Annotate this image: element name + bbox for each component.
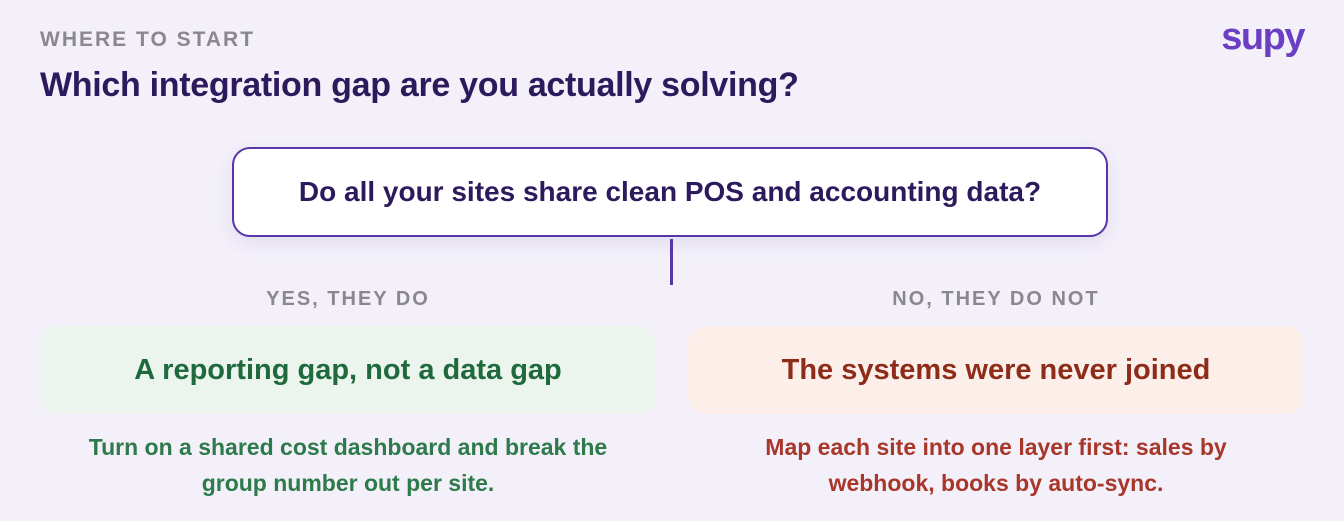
outcome-card-yes: A reporting gap, not a data gap [40, 326, 656, 414]
decision-question-box: Do all your sites share clean POS and ac… [232, 147, 1108, 237]
branch-label-yes: YES, THEY DO [266, 288, 430, 310]
outcome-description-line: webhook, books by auto-sync. [828, 470, 1164, 496]
outcome-card-no: The systems were never joined [688, 326, 1304, 414]
decision-question-text: Do all your sites share clean POS and ac… [298, 176, 1042, 207]
outcome-description-no: Map each site into one layer first: sale… [688, 429, 1304, 501]
outcome-description-line: group number out per site. [201, 470, 495, 496]
outcome-title-yes: A reporting gap, not a data gap [134, 353, 562, 386]
section-eyebrow: WHERE TO START [40, 28, 256, 51]
brand-logo: supy [1221, 16, 1305, 58]
branch-label-no: NO, THEY DO NOT [892, 288, 1100, 310]
page-title: Which integration gap are you actually s… [40, 66, 799, 104]
decision-connector-line [670, 239, 673, 285]
outcome-title-no: The systems were never joined [781, 353, 1211, 386]
outcome-description-line: Turn on a shared cost dashboard and brea… [88, 434, 608, 460]
outcome-description-line: Map each site into one layer first: sale… [765, 434, 1227, 460]
outcome-description-yes: Turn on a shared cost dashboard and brea… [40, 429, 656, 501]
